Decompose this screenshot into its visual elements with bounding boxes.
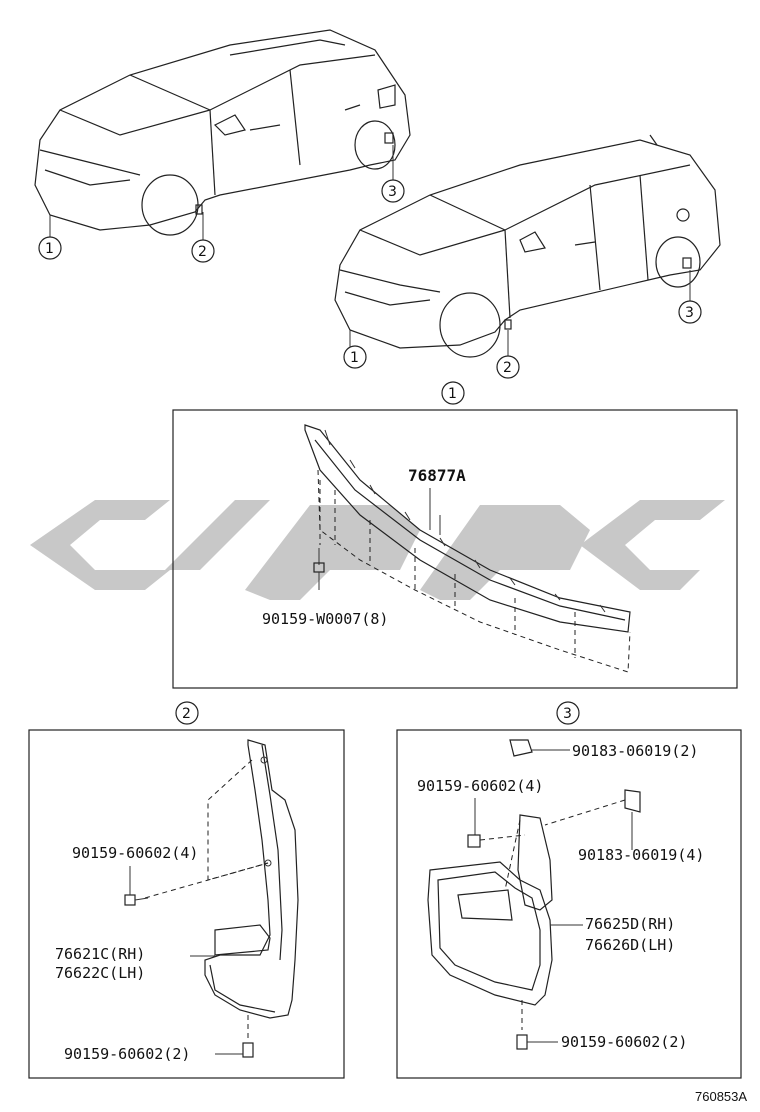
panel1-callout: 1	[448, 386, 457, 402]
label-76622C: 76622C(LH)	[55, 964, 145, 982]
car2-callouts: 1 2 3	[343, 270, 702, 379]
panel2-callout: 2	[182, 706, 191, 722]
label-76877A: 76877A	[408, 466, 466, 485]
watermark-logo	[30, 500, 725, 600]
callout-3: 3	[388, 184, 397, 200]
label-90159-W0007: 90159-W0007(8)	[262, 610, 388, 628]
label-90159-60602-bottom: 90159-60602(2)	[64, 1045, 190, 1063]
callout-1: 1	[45, 241, 54, 257]
label-90159-60602-top: 90159-60602(4)	[417, 777, 543, 795]
label-76625D: 76625D(RH)	[585, 915, 675, 933]
label-76621C: 76621C(RH)	[55, 945, 145, 963]
panel-3: 3 90183-06019(2) 90159-60602(4) 90183-06…	[396, 701, 742, 1079]
callout-2: 2	[198, 244, 207, 260]
label-76626D: 76626D(LH)	[585, 936, 675, 954]
label-90183-06019-top: 90183-06019(2)	[572, 742, 698, 760]
car-hatchback	[34, 29, 411, 236]
panel3-callout: 3	[563, 706, 572, 722]
car-wagon	[334, 134, 721, 358]
callout-2b: 2	[503, 360, 512, 376]
figure-reference: 760853A	[695, 1089, 747, 1104]
label-90159-60602-bottom: 90159-60602(2)	[561, 1033, 687, 1051]
car1-callouts: 1 2 3	[38, 145, 405, 263]
panel-2: 2 90159-60602(4) 76621C(RH) 76622C(LH) 9…	[28, 701, 345, 1079]
label-90159-60602-top: 90159-60602(4)	[72, 844, 198, 862]
label-90183-06019-side: 90183-06019(4)	[578, 846, 704, 864]
callout-3b: 3	[685, 305, 694, 321]
callout-1b: 1	[350, 350, 359, 366]
panel-1: 1 76877A 90159-W0007(8)	[172, 381, 738, 689]
